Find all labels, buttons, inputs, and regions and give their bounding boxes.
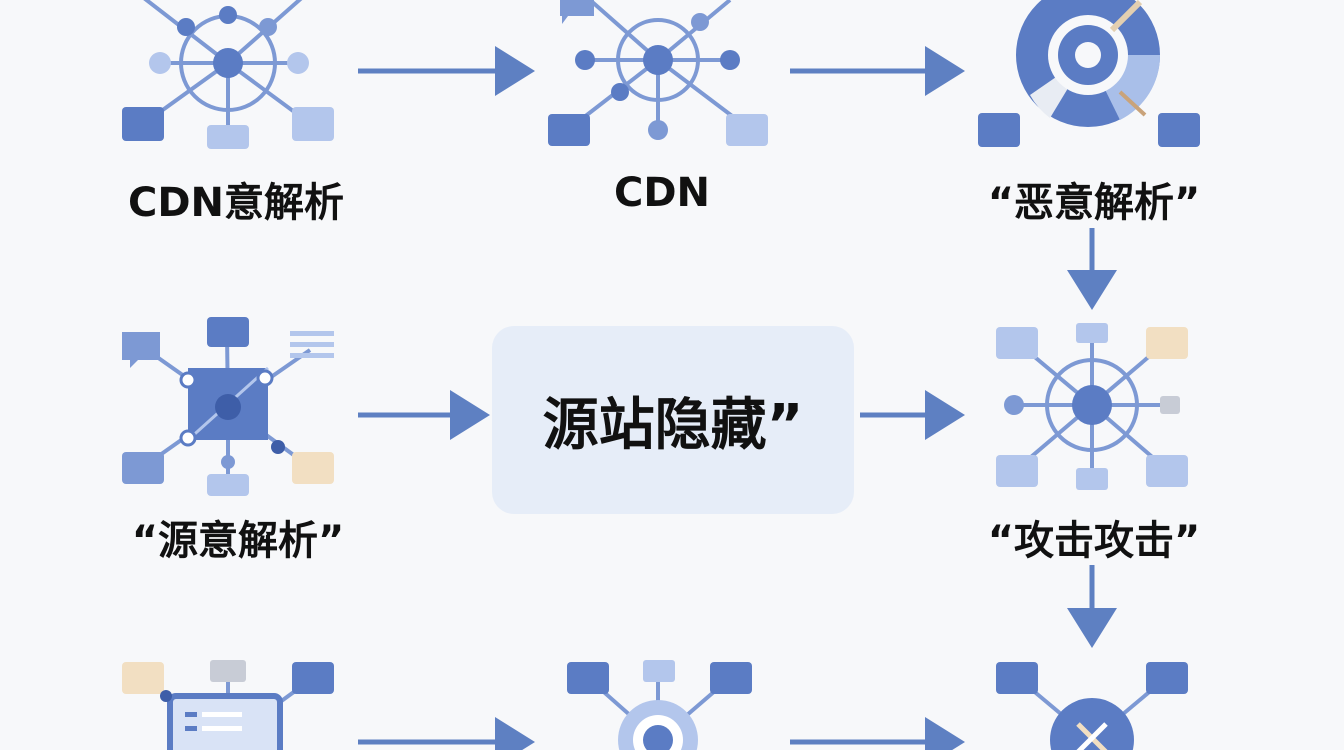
target-ring-icon: [567, 660, 752, 750]
wheel-node-icon: [996, 323, 1188, 490]
document-node-icon: [122, 660, 334, 750]
origin-hidden-box: 源站隐藏”: [492, 326, 854, 514]
wheel-node-icon: [548, 0, 768, 146]
document-node-icon: [122, 317, 334, 496]
label-malicious-resolve: “恶意解析”: [987, 180, 1201, 226]
label-origin-resolve: “源意解析”: [131, 518, 345, 564]
label-attack: “攻击攻击”: [987, 518, 1201, 564]
target-ring-icon: [978, 0, 1200, 147]
label-cdn-resolve: CDN意解析: [127, 180, 345, 226]
network-hub-icon: [122, 0, 334, 149]
label-cdn: CDN: [613, 170, 711, 216]
crossed-node-icon: [996, 662, 1188, 750]
center-label: 源站隐藏”: [542, 392, 804, 458]
